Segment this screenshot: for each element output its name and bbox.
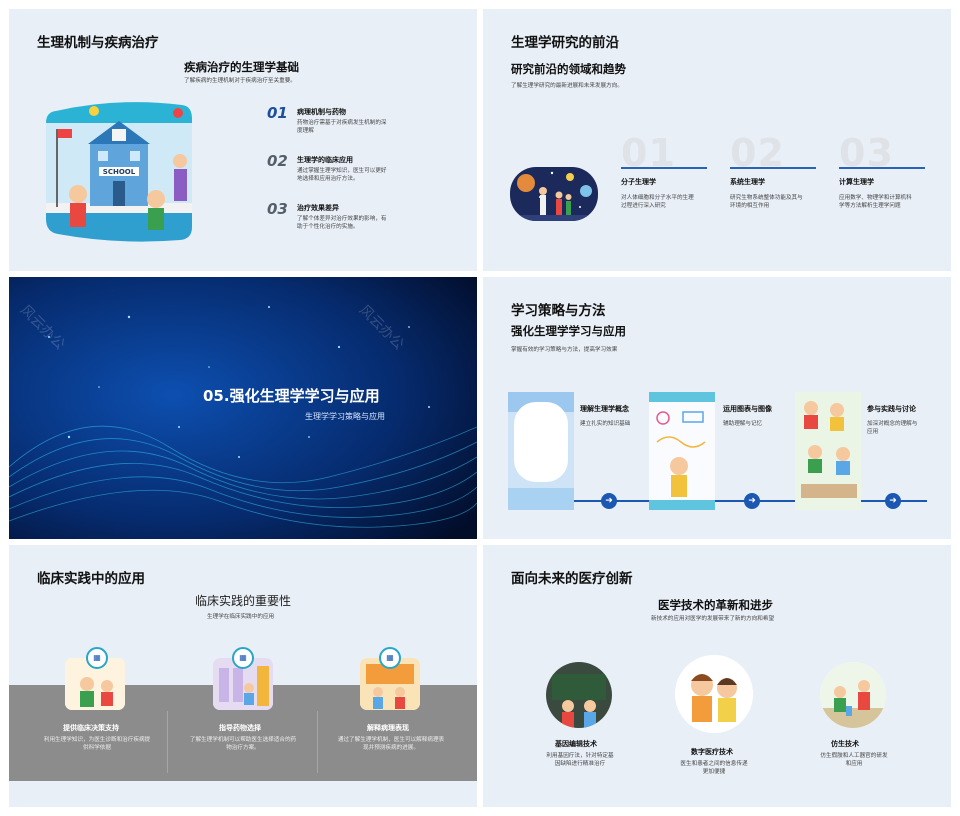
- item-number: 03: [267, 200, 288, 218]
- slide-description: 了解生理学研究的最新进展和未来发展方向。: [511, 83, 623, 89]
- item-text: 加深对概念的理解与应用: [867, 421, 918, 436]
- item-text: 利用生理学知识，为医生诊断和治疗疾病提供科学依据: [43, 737, 151, 752]
- slide-description: 生理学在临床实践中的应用: [207, 614, 275, 620]
- item-title: 系统生理学: [730, 178, 765, 186]
- slide-title: 生理学研究的前沿: [511, 35, 619, 51]
- slide-4[interactable]: 学习策略与方法 强化生理学学习与应用 掌握有效的学习策略与方法，提高学习效果 ➜…: [483, 277, 951, 539]
- item-text: 通过了解生理学机制，医生可以解释病理表现并预测疾病的进展。: [337, 737, 445, 752]
- item-title: 理解生理学概念: [580, 405, 629, 413]
- item-text: 医生和患者之间的信息传递更加便捷: [680, 761, 748, 776]
- slide-subtitle: 研究前沿的领域和趋势: [511, 62, 626, 76]
- bionic-tech-image: [820, 662, 886, 728]
- item-title: 仿生技术: [831, 740, 859, 748]
- slide-subtitle: 临床实践的重要性: [195, 594, 292, 608]
- chart-icon: ▦: [86, 647, 108, 669]
- slide-subtitle: 强化生理学学习与应用: [511, 324, 626, 338]
- slide-title: 临床实践中的应用: [37, 571, 145, 587]
- item-number: 02: [267, 152, 288, 170]
- timeline-line: [509, 500, 927, 502]
- item-text: 了解个体差异对治疗效果的影响，有助于个性化治疗的实施。: [297, 216, 387, 231]
- school-illustration: SCHOOL: [46, 102, 192, 242]
- item-title: 提供临床决策支持: [63, 724, 119, 732]
- item-title: 解释病理表现: [367, 724, 409, 732]
- section-subtitle: 生理学学习策略与应用: [305, 412, 385, 421]
- item-text: 建立扎实的知识基础: [580, 421, 631, 427]
- item-text: 应用数学、物理学和计算机科学等方法解析生理学问题: [839, 195, 912, 210]
- item-title: 运用图表与图像: [723, 405, 772, 413]
- item-text: 对人体细胞和分子水平的生理过程进行深入研究: [621, 195, 694, 210]
- item-number: 01: [267, 104, 288, 122]
- item-title: 计算生理学: [839, 178, 874, 186]
- item-text: 仿生假肢和人工器官的研发和应用: [820, 753, 888, 768]
- divider-line: [621, 167, 707, 169]
- arrow-right-icon[interactable]: ➜: [885, 493, 901, 509]
- section-title: 05.强化生理学学习与应用: [203, 387, 380, 405]
- item-text: 研究生物系统整体功能及其与环境的相互作用: [730, 195, 803, 210]
- chart-icon: ▦: [379, 647, 401, 669]
- arrow-right-icon[interactable]: ➜: [744, 493, 760, 509]
- slide-title: 面向未来的医疗创新: [511, 571, 633, 587]
- slide-subtitle: 医学技术的革新和进步: [658, 598, 773, 612]
- item-title: 数字医疗技术: [691, 748, 733, 756]
- item-title: 参与实践与讨论: [867, 405, 916, 413]
- digital-medicine-image: [675, 655, 753, 733]
- item-title: 病理机制与药物: [297, 108, 346, 116]
- scientists-illustration: [510, 167, 598, 221]
- item-title: 分子生理学: [621, 178, 656, 186]
- slide-1[interactable]: 生理机制与疾病治疗 疾病治疗的生理学基础 了解疾病的生理机制对于疾病治疗至关重要…: [9, 9, 477, 271]
- item-text: 通过掌握生理学知识，医生可以更好地选择和应用治疗方法。: [297, 168, 387, 183]
- slide-subtitle: 疾病治疗的生理学基础: [184, 60, 299, 74]
- slide-description: 了解疾病的生理机制对于疾病治疗至关重要。: [184, 78, 296, 84]
- item-title: 指导药物选择: [219, 724, 261, 732]
- item-title: 生理学的临床应用: [297, 156, 353, 164]
- item-title: 基因编辑技术: [555, 740, 597, 748]
- item-text: 药物治疗需基于对疾病发生机制的深度理解: [297, 120, 387, 135]
- item-title: 治疗效果差异: [297, 204, 339, 212]
- divider: [167, 711, 168, 773]
- slide-5[interactable]: 临床实践中的应用 临床实践的重要性 生理学在临床实践中的应用 ▦ 提供临床决策支…: [9, 545, 477, 807]
- gene-editing-image: [546, 662, 612, 728]
- school-sign: SCHOOL: [103, 168, 136, 176]
- item-text: 了解生理学机制可以帮助医生选择适合的药物治疗方案。: [189, 737, 297, 752]
- slide-2[interactable]: 生理学研究的前沿 研究前沿的领域和趋势 了解生理学研究的最新进展和未来发展方向。…: [483, 9, 951, 271]
- item-text: 辅助理解与记忆: [723, 421, 763, 427]
- divider-line: [839, 167, 925, 169]
- slide-description: 新技术的应用对医学的发展带来了新的方向和希望: [651, 616, 775, 622]
- arrow-right-icon[interactable]: ➜: [601, 493, 617, 509]
- divider: [317, 711, 318, 773]
- slide-6[interactable]: 面向未来的医疗创新 医学技术的革新和进步 新技术的应用对医学的发展带来了新的方向…: [483, 545, 951, 807]
- chart-icon: ▦: [232, 647, 254, 669]
- strategy-card-image: [795, 392, 861, 510]
- slide-title: 学习策略与方法: [511, 303, 606, 319]
- slide-3[interactable]: 风云办公 风云办公 05.强化生理学学习与应用 生理学学习策略与应用: [9, 277, 477, 539]
- strategy-card-image: [649, 392, 715, 510]
- divider-line: [730, 167, 816, 169]
- clinical-image: [360, 658, 420, 710]
- strategy-card-image: [508, 392, 574, 510]
- particle-wave-background: [9, 277, 477, 539]
- item-text: 利用基因疗法，针对特定基因缺陷进行精准治疗: [546, 753, 614, 768]
- slide-description: 掌握有效的学习策略与方法，提高学习效果: [511, 347, 618, 353]
- slide-title: 生理机制与疾病治疗: [37, 35, 159, 51]
